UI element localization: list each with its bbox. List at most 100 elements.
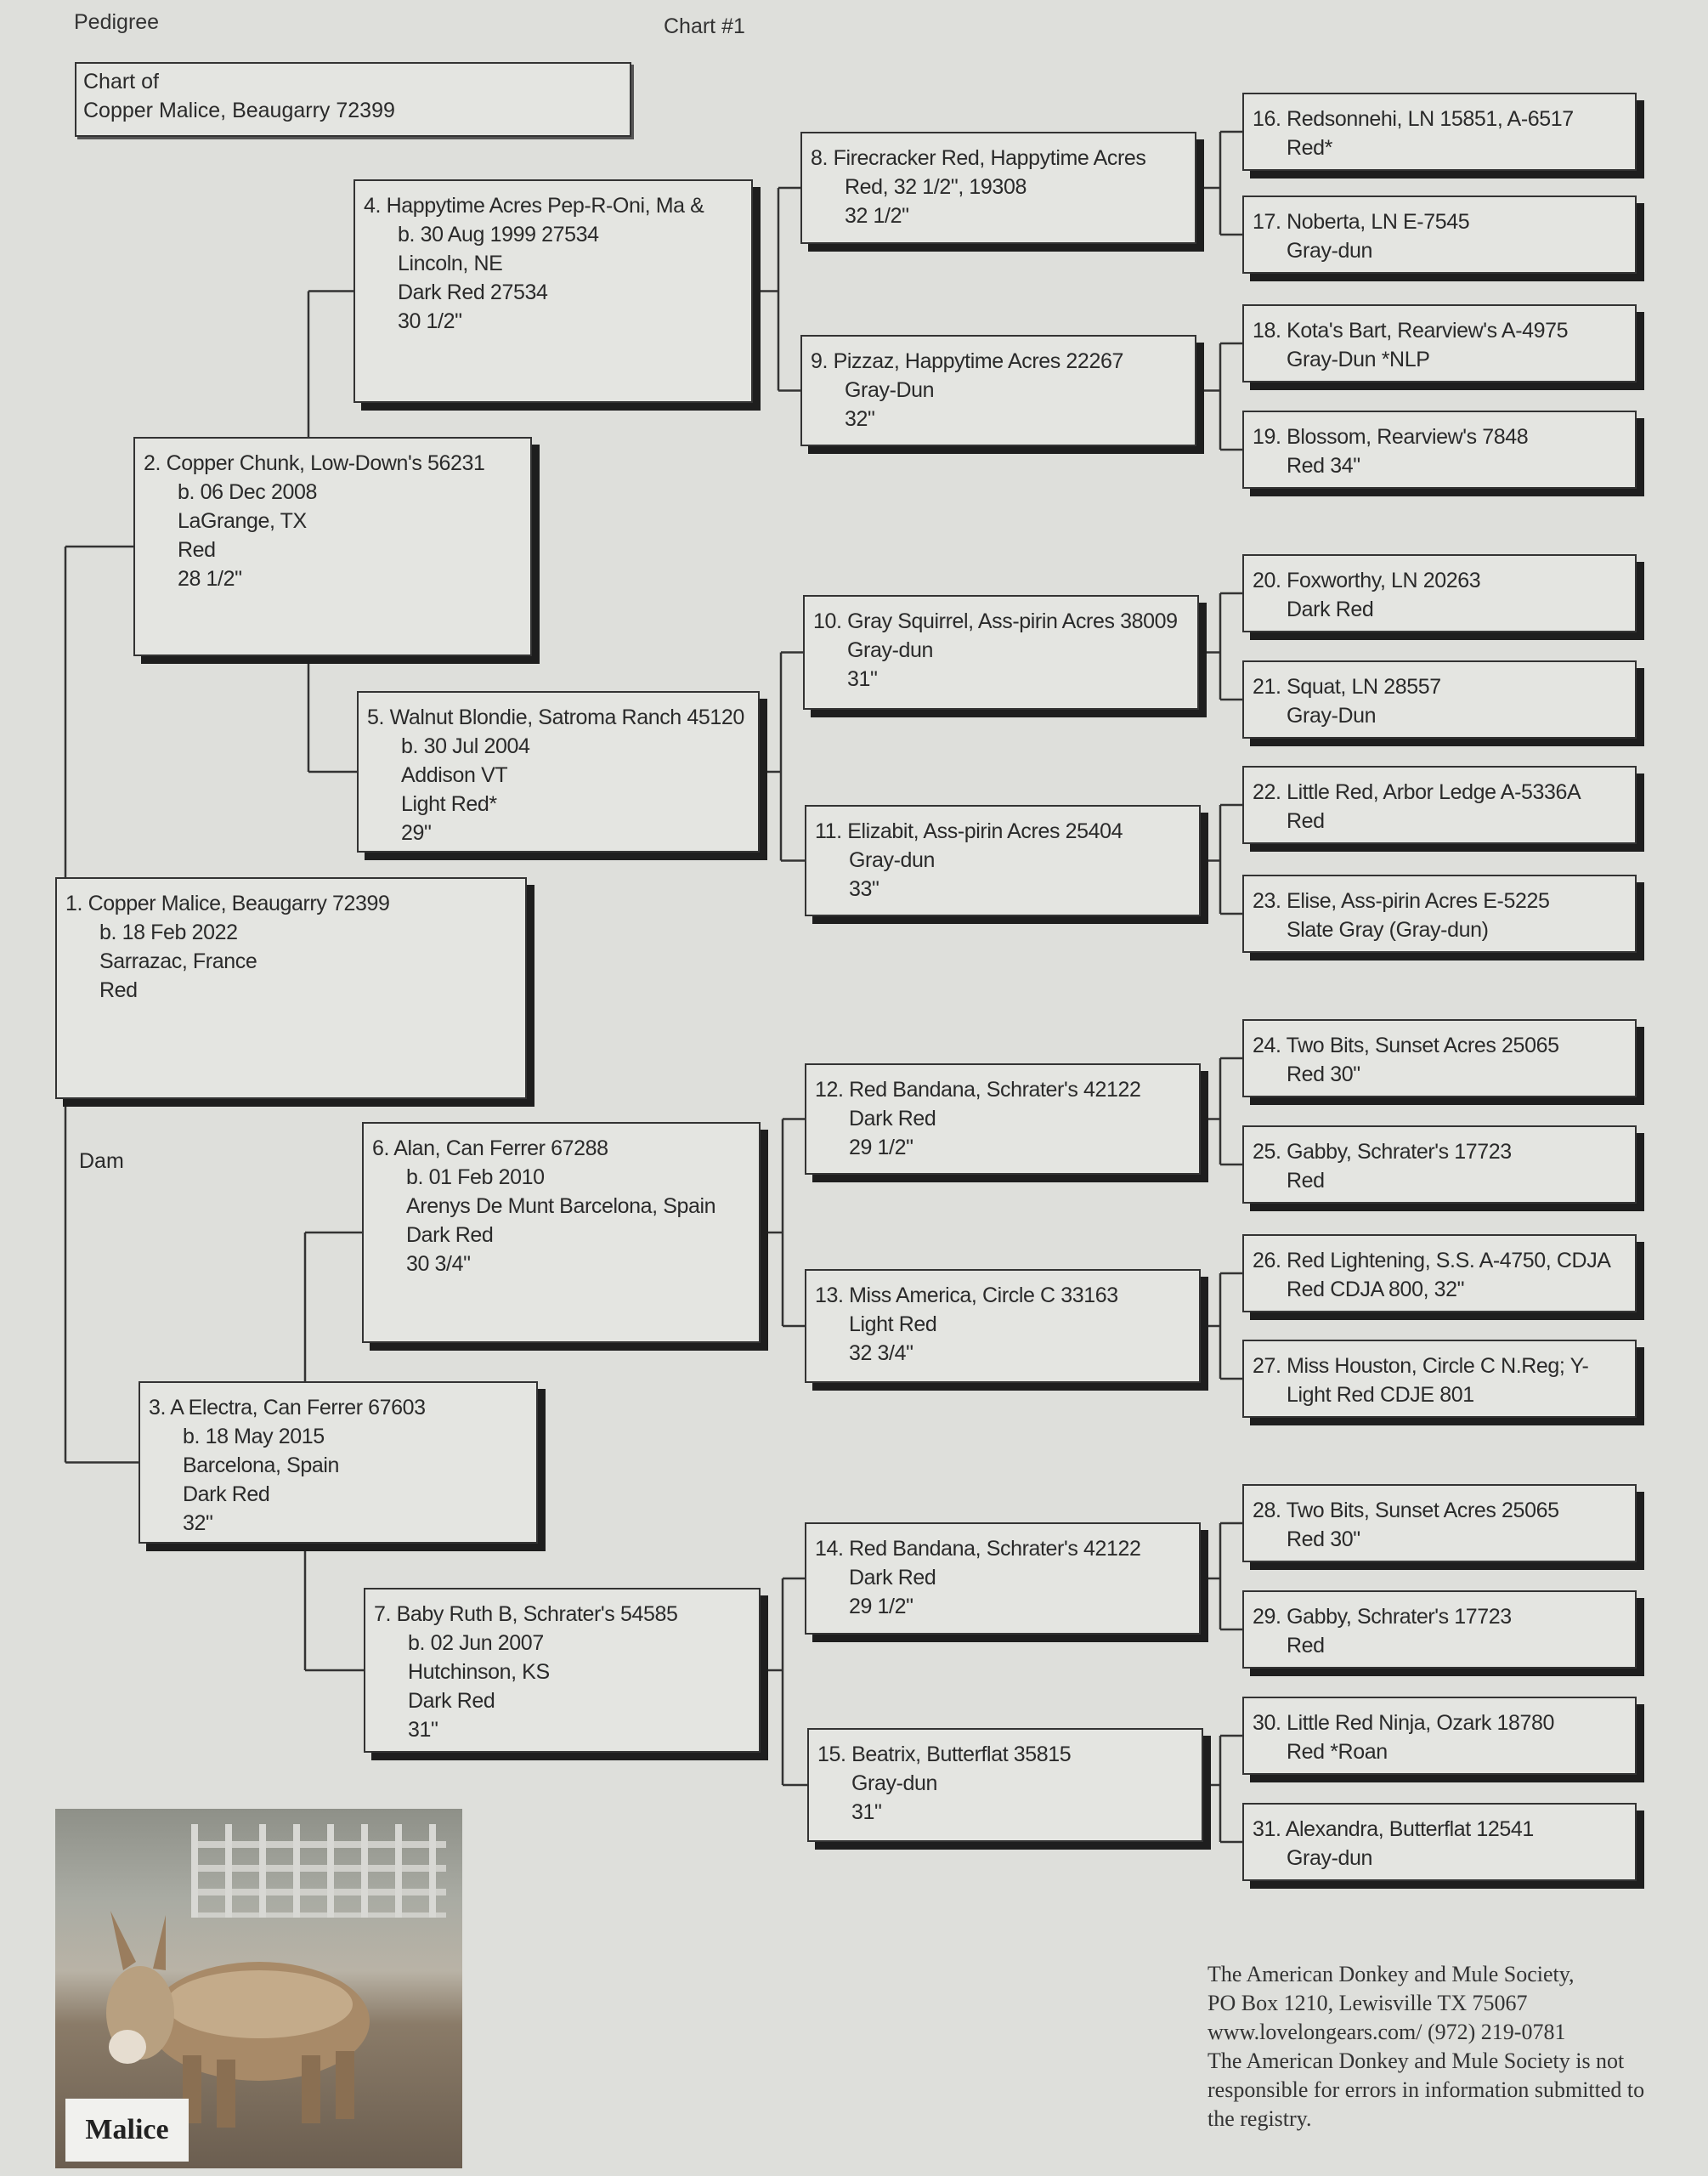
donkey-image <box>106 1911 370 2128</box>
chart-of-subject: Copper Malice, Beaugarry 72399 <box>83 99 395 122</box>
horse-detail: LaGrange, TX <box>178 509 307 533</box>
horse-name: 3. A Electra, Can Ferrer 67603 <box>149 1396 426 1420</box>
horse-detail: 29 1/2" <box>849 1136 913 1159</box>
horse-name: 23. Elise, Ass-pirin Acres E-5225 <box>1253 889 1550 913</box>
pedigree-box-4: 4. Happytime Acres Pep-R-Oni, Ma &b. 30 … <box>353 179 753 403</box>
horse-detail: Light Red <box>849 1312 937 1336</box>
horse-name: 16. Redsonnehi, LN 15851, A-6517 <box>1253 107 1574 131</box>
pedigree-box-10: 10. Gray Squirrel, Ass-pirin Acres 38009… <box>803 595 1199 710</box>
horse-detail: Gray-Dun <box>1287 704 1377 728</box>
horse-detail: Dark Red <box>849 1107 936 1130</box>
horse-name: 12. Red Bandana, Schrater's 42122 <box>815 1078 1141 1102</box>
horse-detail: Dark Red <box>406 1223 494 1247</box>
footer-line: the registry. <box>1207 2106 1312 2131</box>
horse-name: 20. Foxworthy, LN 20263 <box>1253 569 1481 592</box>
horse-detail: Light Red* <box>401 792 497 816</box>
horse-detail: 32 3/4" <box>849 1341 913 1365</box>
photo-caption: Malice <box>65 2099 189 2162</box>
horse-name: 29. Gabby, Schrater's 17723 <box>1253 1605 1512 1629</box>
horse-detail: Dark Red <box>1287 598 1374 621</box>
horse-name: 21. Squat, LN 28557 <box>1253 675 1441 699</box>
horse-detail: Dark Red 27534 <box>398 280 548 304</box>
horse-detail: Red 30" <box>1287 1527 1360 1551</box>
chart-of-label: Chart of <box>83 70 159 94</box>
horse-name: 22. Little Red, Arbor Ledge A-5336A <box>1253 780 1581 804</box>
horse-name: 19. Blossom, Rearview's 7848 <box>1253 425 1529 449</box>
donkey-photo: Malice <box>55 1809 462 2168</box>
horse-detail: Red 34" <box>1287 454 1360 478</box>
horse-detail: Red <box>178 538 216 562</box>
horse-name: 4. Happytime Acres Pep-R-Oni, Ma & <box>364 194 704 218</box>
horse-name: 18. Kota's Bart, Rearview's A-4975 <box>1253 319 1569 343</box>
footer-line: www.lovelongears.com/ (972) 219-0781 <box>1207 2020 1566 2044</box>
horse-detail: Red <box>1287 809 1325 833</box>
horse-detail: Lincoln, NE <box>398 252 503 275</box>
horse-detail: Addison VT <box>401 763 508 787</box>
footer-line: The American Donkey and Mule Society, <box>1207 1962 1575 1986</box>
horse-detail: Gray-dun <box>1287 239 1373 263</box>
horse-detail: Hutchinson, KS <box>408 1660 550 1684</box>
horse-detail: b. 02 Jun 2007 <box>408 1631 544 1655</box>
horse-name: 13. Miss America, Circle C 33163 <box>815 1284 1118 1307</box>
horse-detail: Red 30" <box>1287 1062 1360 1086</box>
horse-detail: Red *Roan <box>1287 1740 1388 1764</box>
horse-detail: Red <box>1287 1634 1325 1658</box>
horse-detail: Slate Gray (Gray-dun) <box>1287 918 1489 942</box>
horse-detail: Red <box>99 978 138 1002</box>
horse-detail: Dark Red <box>849 1566 936 1590</box>
horse-detail: Gray-dun <box>1287 1846 1373 1870</box>
horse-name: 28. Two Bits, Sunset Acres 25065 <box>1253 1499 1559 1522</box>
horse-detail: Gray-dun <box>849 848 936 872</box>
horse-detail: Barcelona, Spain <box>183 1454 340 1477</box>
horse-name: 9. Pizzaz, Happytime Acres 22267 <box>811 349 1123 373</box>
horse-name: 5. Walnut Blondie, Satroma Ranch 45120 <box>367 706 744 729</box>
society-footer: The American Donkey and Mule Society, PO… <box>1207 1960 1644 2134</box>
horse-detail: 32" <box>845 407 875 431</box>
horse-detail: Gray-Dun *NLP <box>1287 348 1430 371</box>
pedigree-box-7: 7. Baby Ruth B, Schrater's 54585 b. 02 Ju… <box>364 1588 761 1753</box>
horse-detail: b. 30 Jul 2004 <box>401 734 530 758</box>
horse-detail: b. 06 Dec 2008 <box>178 480 317 504</box>
pedigree-box-5: 5. Walnut Blondie, Satroma Ranch 45120 b.… <box>357 691 760 853</box>
horse-detail: Gray-Dun <box>845 378 935 402</box>
horse-detail: Arenys De Munt Barcelona, Spain <box>406 1194 716 1218</box>
horse-name: 27. Miss Houston, Circle C N.Reg; Y- <box>1253 1354 1589 1378</box>
horse-detail: Gray-dun <box>851 1771 938 1795</box>
horse-name: 26. Red Lightening, S.S. A-4750, CDJA <box>1253 1249 1611 1272</box>
horse-detail: Light Red CDJE 801 <box>1287 1383 1474 1407</box>
horse-detail: Dark Red <box>183 1482 270 1506</box>
horse-name: 30. Little Red Ninja, Ozark 18780 <box>1253 1711 1555 1735</box>
horse-detail: b. 18 May 2015 <box>183 1425 325 1448</box>
horse-name: 14. Red Bandana, Schrater's 42122 <box>815 1537 1141 1561</box>
horse-detail: 32 1/2" <box>845 204 909 228</box>
horse-name: 11. Elizabit, Ass-pirin Acres 25404 <box>815 819 1123 843</box>
horse-name: 10. Gray Squirrel, Ass-pirin Acres 38009 <box>813 609 1178 633</box>
horse-detail: 29 1/2" <box>849 1595 913 1618</box>
footer-line: PO Box 1210, Lewisville TX 75067 <box>1207 1991 1528 2015</box>
horse-name: 7. Baby Ruth B, Schrater's 54585 <box>374 1602 678 1626</box>
horse-detail: 30 1/2" <box>398 309 462 333</box>
horse-name: 31. Alexandra, Butterflat 12541 <box>1253 1817 1534 1841</box>
chart-of-box: Chart of Copper Malice, Beaugarry 72399 <box>75 62 631 137</box>
horse-name: 15. Beatrix, Butterflat 35815 <box>817 1742 1072 1766</box>
pedigree-box-22: 22. Little Red, Arbor Ledge A-5336A Red <box>1242 766 1637 844</box>
header-pedigree-label: Pedigree <box>74 10 160 34</box>
